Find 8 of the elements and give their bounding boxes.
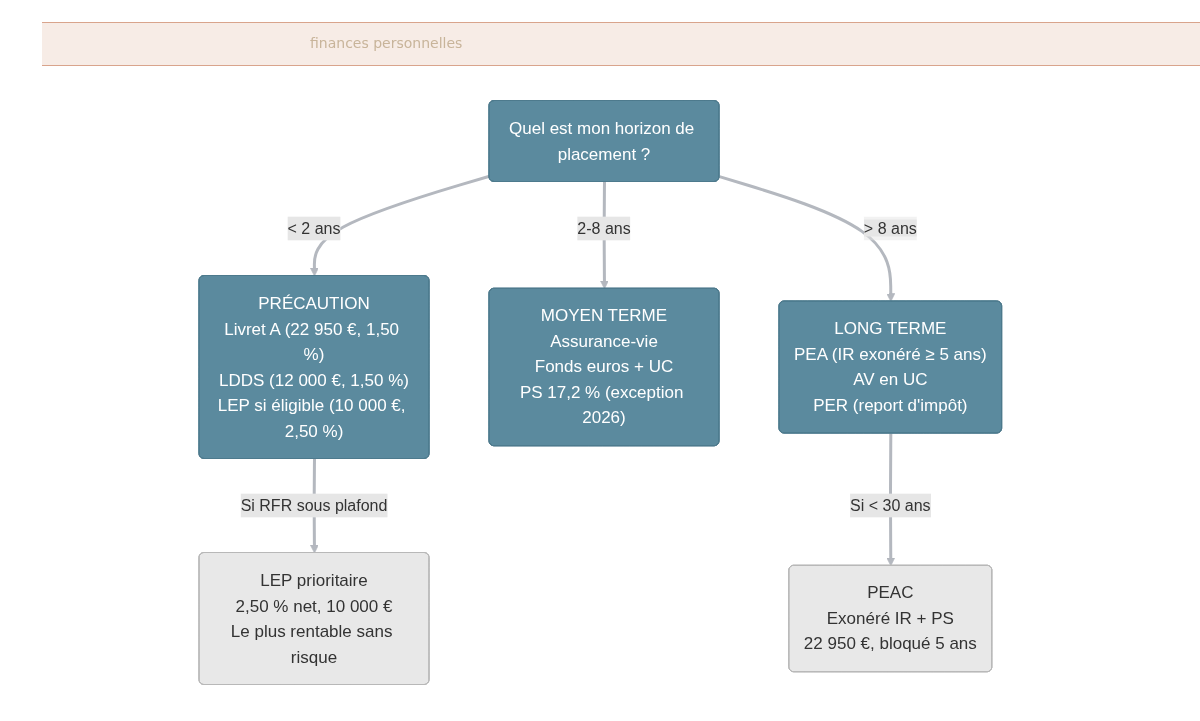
edge-label: > 8 ans bbox=[863, 219, 917, 237]
header-tagline: finances personnelles bbox=[310, 35, 463, 51]
arrow bbox=[309, 174, 490, 277]
edge-label: Si RFR sous plafond bbox=[240, 496, 388, 514]
edge-label: Si < 30 ans bbox=[849, 496, 931, 514]
edge-label: < 2 ans bbox=[287, 219, 341, 237]
edge-label: 2-8 ans bbox=[576, 219, 631, 237]
arrow bbox=[718, 175, 895, 302]
